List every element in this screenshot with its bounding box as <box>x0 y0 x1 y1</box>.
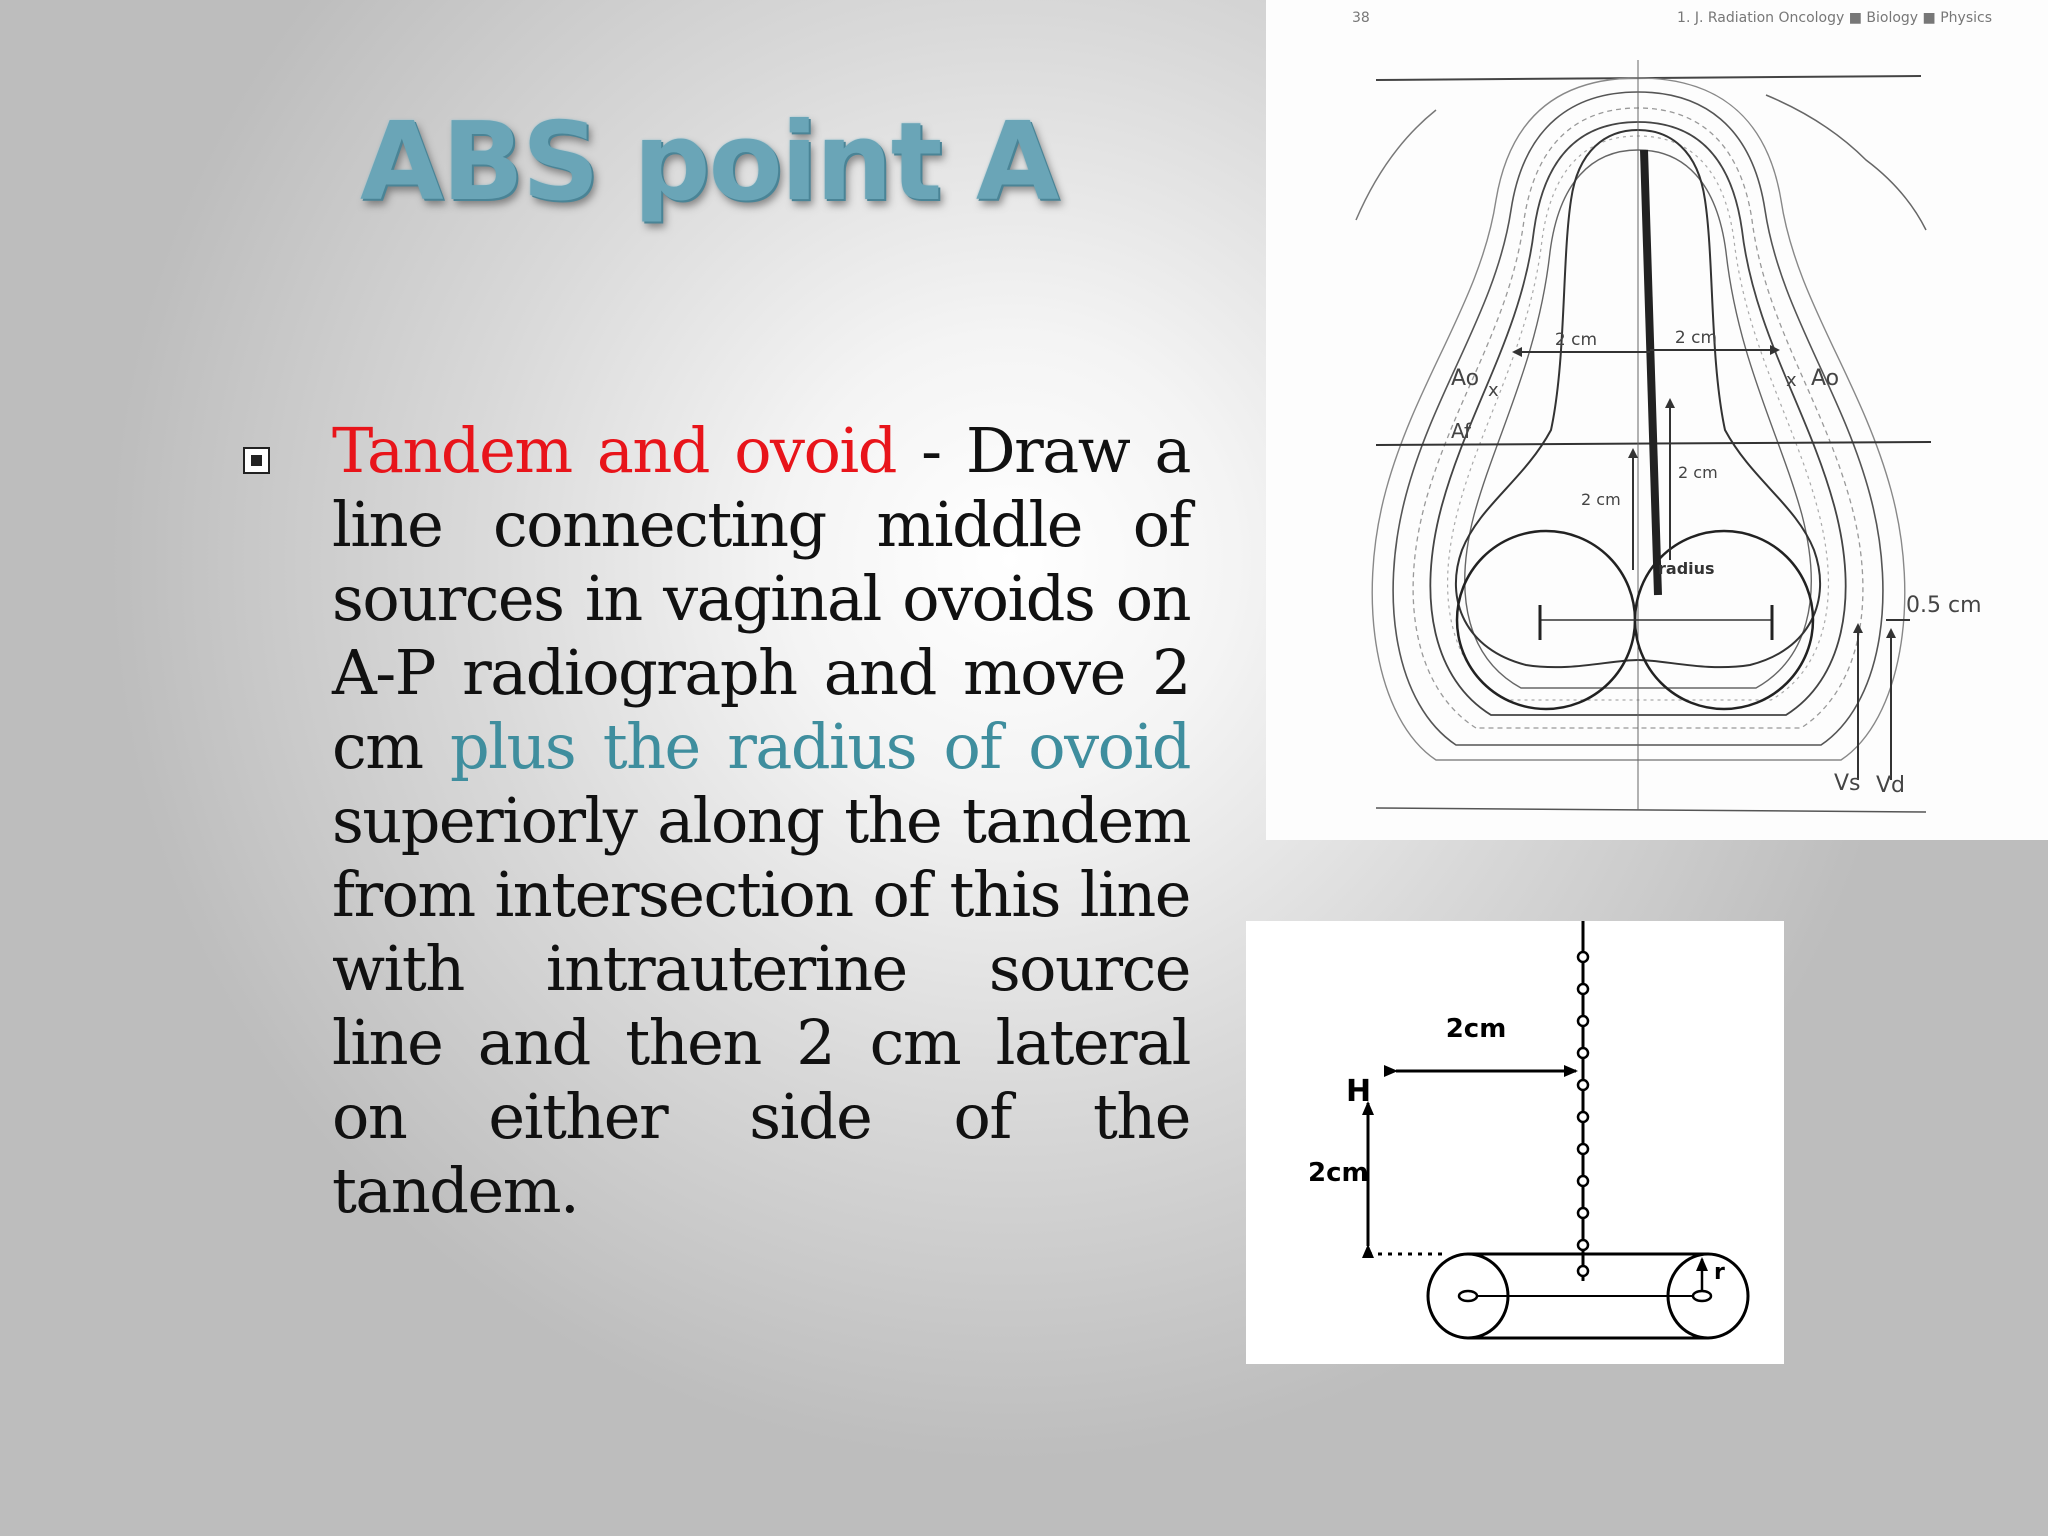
label-af: Af <box>1451 419 1472 443</box>
bullet-text-part-1: - Draw a line connecting middle of sourc… <box>332 414 1192 783</box>
label-x-left: x <box>1488 380 1499 401</box>
label-2cm-vertical: 2cm <box>1308 1158 1369 1188</box>
isodose-diagram-figure: 38 1. J. Radiation Oncology ■ Biology ■ … <box>1266 0 2048 840</box>
label-2cm-left: 2 cm <box>1555 330 1597 350</box>
label-radius-r: r <box>1714 1260 1725 1285</box>
label-vd: Vd <box>1876 773 1905 798</box>
highlight-tandem-and-ovoid: Tandem and ovoid <box>332 414 897 487</box>
figure-journal-header: 1. J. Radiation Oncology ■ Biology ■ Phy… <box>1677 10 1992 26</box>
label-vs: Vs <box>1834 771 1861 796</box>
bullet-text: Tandem and ovoid - Draw a line connectin… <box>332 414 1192 1228</box>
label-2cm-vertical-left: 2 cm <box>1581 490 1621 509</box>
label-2cm-right: 2 cm <box>1675 328 1717 348</box>
label-ao-right: Ao <box>1811 366 1839 391</box>
label-ao-left: Ao <box>1451 366 1479 391</box>
slide-title: ABS point A <box>360 100 1060 225</box>
label-x-right: x <box>1786 370 1797 391</box>
point-a-schematic-figure: 2cm H 2cm r <box>1246 921 1784 1364</box>
label-2cm-horizontal: 2cm <box>1446 1014 1507 1044</box>
isodose-diagram: 38 1. J. Radiation Oncology ■ Biology ■ … <box>1352 10 1992 813</box>
point-a-schematic: 2cm H 2cm r <box>1308 921 1750 1340</box>
bullet-text-part-2: superiorly along the tandem from interse… <box>332 784 1192 1227</box>
label-radius: radius <box>1658 559 1715 578</box>
bullet-square-icon <box>243 447 270 474</box>
label-2cm-vertical-right: 2 cm <box>1678 463 1718 482</box>
label-half-cm: 0.5 cm <box>1906 593 1982 618</box>
highlight-radius-of-ovoid: plus the radius of ovoid <box>449 710 1192 783</box>
figure-page-number: 38 <box>1352 10 1370 26</box>
